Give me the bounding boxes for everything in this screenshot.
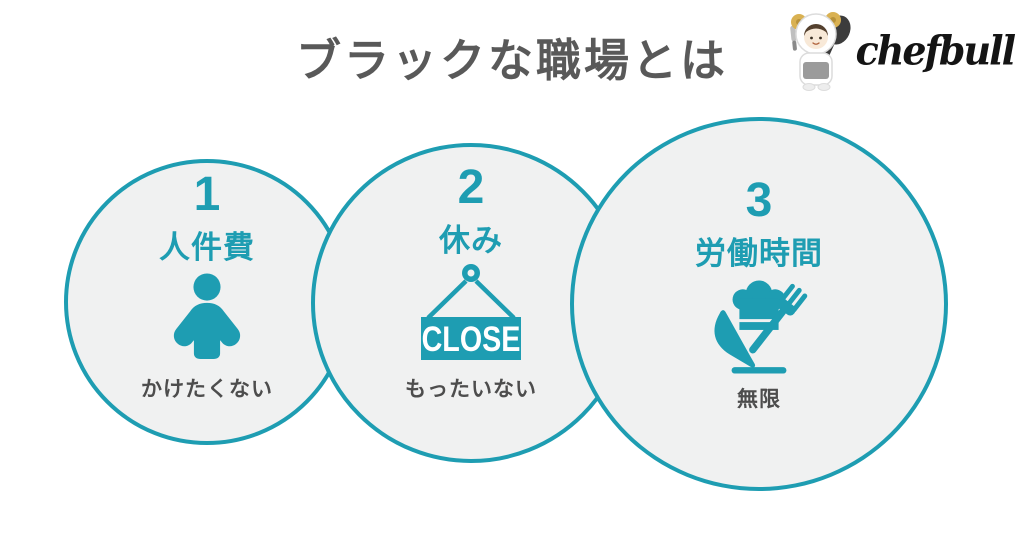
circle-item-personnel-cost: 1 人件費 かけたくない [64, 159, 350, 445]
page-title: ブラックな職場とは [295, 35, 728, 86]
brand-name: chefbull [855, 26, 1016, 74]
item-label: 人件費 [159, 229, 255, 265]
close-sign-text: CLOSE [422, 319, 521, 358]
item-number: 3 [745, 174, 773, 227]
item-label: 労働時間 [695, 235, 823, 271]
chef-hat-knife-fork-icon [700, 279, 818, 375]
item-label: 休み [439, 222, 503, 258]
close-sign-icon: CLOSE [413, 263, 529, 362]
item-number: 1 [193, 168, 221, 221]
item-caption: 無限 [737, 387, 781, 411]
person-icon [160, 273, 254, 359]
brand-logo: chefbull [782, 8, 1016, 92]
circle-item-working-hours: 3 労働時間 [570, 117, 948, 491]
item-caption: かけたくない [141, 377, 273, 401]
item-caption: もったいない [405, 377, 537, 401]
item-number: 2 [457, 161, 485, 214]
chefbull-mascot-icon [782, 8, 854, 92]
